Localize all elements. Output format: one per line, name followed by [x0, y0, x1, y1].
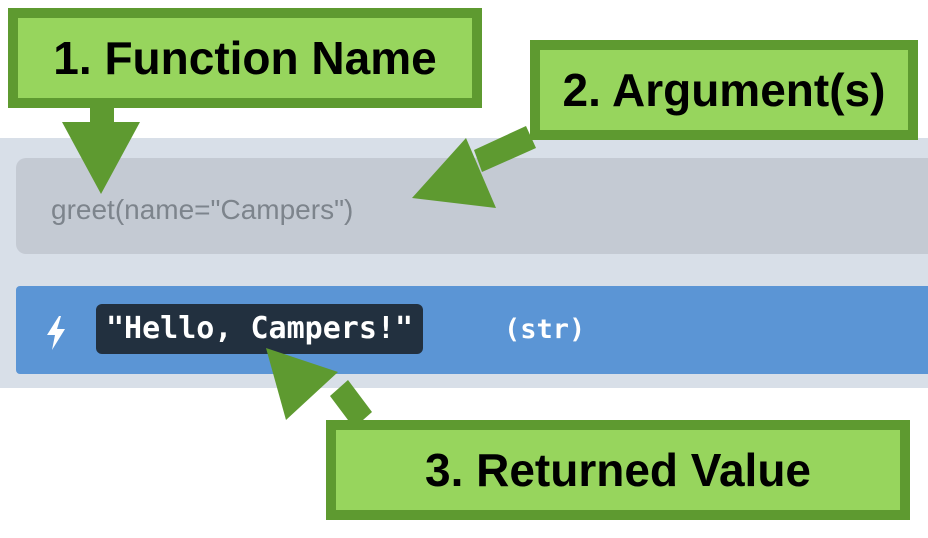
- callout-returned-value: 3. Returned Value: [326, 420, 910, 520]
- callout-arguments-label: 2. Argument(s): [562, 64, 886, 116]
- callout-arguments: 2. Argument(s): [530, 40, 918, 140]
- returned-value-chip: "Hello, Campers!": [96, 304, 424, 354]
- callout-function-name-label: 1. Function Name: [53, 32, 437, 84]
- value-type-label: (str): [504, 314, 586, 345]
- lightning-bolt-icon: [47, 316, 65, 350]
- code-input-text: greet(name="Campers"): [51, 194, 354, 225]
- callout-returned-value-label: 3. Returned Value: [424, 444, 811, 496]
- callout-function-name: 1. Function Name: [8, 8, 482, 108]
